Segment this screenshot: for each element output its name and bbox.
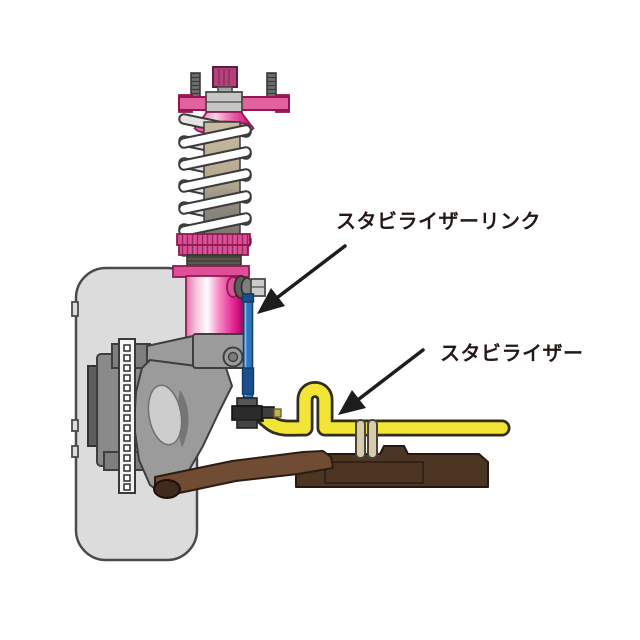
link-lower-joint	[231, 397, 282, 429]
tire-tread-notch	[71, 419, 79, 432]
spring-seat-rings	[176, 233, 251, 256]
link-bolt-tip	[273, 408, 282, 418]
tire-tread-notch	[71, 445, 79, 458]
link-upper-joint	[226, 275, 266, 299]
arrowhead	[257, 288, 285, 314]
coilover-strut	[172, 66, 290, 353]
subframe-recess	[324, 461, 424, 484]
arrow-to-stabilizer-link	[257, 244, 347, 314]
bushing-bracket	[355, 419, 378, 459]
lower-control-arm	[153, 450, 334, 499]
tire-tread-notch	[71, 301, 79, 317]
ball-joint	[153, 479, 181, 499]
label-stabilizer-link: スタビライザーリンク	[336, 209, 541, 233]
arrow-to-stabilizer	[338, 348, 425, 415]
subframe	[295, 445, 489, 488]
stabilizer-link	[226, 275, 282, 429]
arrowhead	[338, 390, 366, 415]
knuckle	[133, 333, 250, 495]
label-stabilizer: スタビライザー	[440, 341, 584, 365]
brake-rotor	[118, 338, 136, 494]
knuckle-opening	[147, 384, 183, 446]
